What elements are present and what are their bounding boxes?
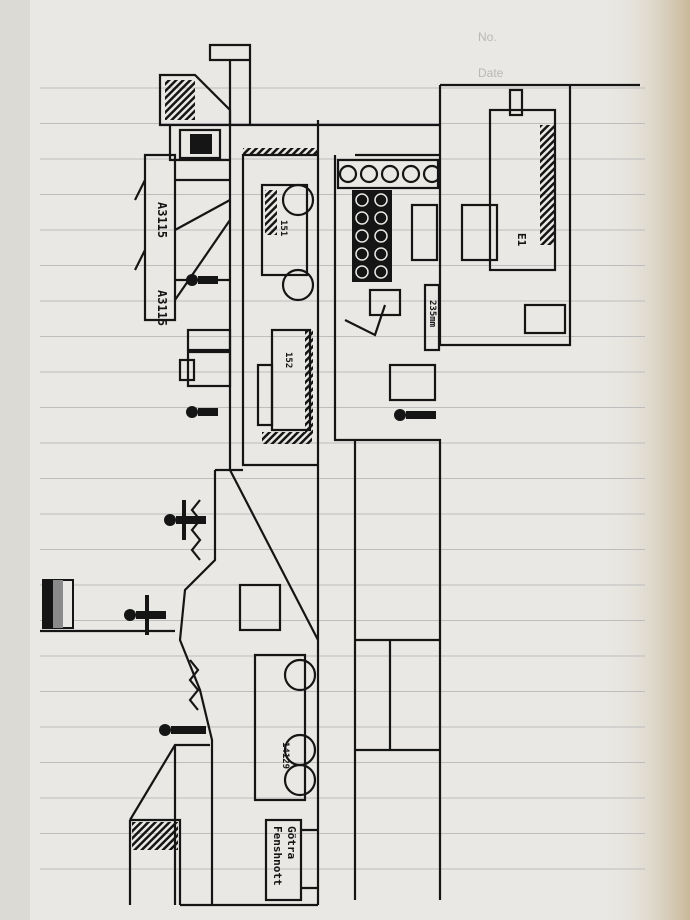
vehicle-152: 152 bbox=[256, 328, 313, 435]
page-left-edge bbox=[0, 0, 30, 920]
rack-shell bbox=[355, 247, 369, 261]
rack-shell bbox=[355, 229, 369, 243]
rack-shell bbox=[355, 193, 369, 207]
shell bbox=[401, 164, 421, 184]
control-panel bbox=[238, 583, 282, 632]
vehicle-151: 151 bbox=[260, 183, 315, 302]
aircraft-marking-1: A3115 bbox=[155, 202, 169, 238]
stair-steps bbox=[188, 499, 202, 711]
page-right-shadow bbox=[600, 0, 690, 920]
aircraft: A3115 A3115 bbox=[134, 43, 252, 326]
ammo-storage: 235mm bbox=[336, 158, 442, 402]
guard-tower bbox=[128, 743, 210, 905]
crates bbox=[178, 328, 232, 388]
hazard-stripe bbox=[243, 148, 318, 156]
rack-shell bbox=[355, 211, 369, 225]
vehicle-152-number: 152 bbox=[283, 352, 293, 368]
header-date: Date bbox=[478, 66, 504, 80]
ammo-label: 235mm bbox=[427, 300, 437, 328]
hangar-vehicle-marking: E1 bbox=[515, 233, 528, 247]
soldiers bbox=[124, 274, 436, 736]
shell bbox=[359, 164, 379, 184]
shell bbox=[380, 164, 400, 184]
base-building bbox=[180, 83, 640, 907]
rack-shell bbox=[374, 247, 388, 261]
header-no: No. bbox=[478, 30, 497, 44]
vehicle-14129-number: 14129 bbox=[280, 742, 290, 769]
hill-slope bbox=[178, 470, 217, 905]
shell bbox=[338, 164, 358, 184]
aircraft-marking-2: A3115 bbox=[155, 290, 169, 326]
hangar-bay: E1 bbox=[460, 88, 567, 335]
ruled-lines bbox=[40, 87, 645, 870]
vehicle-14129: 14129 bbox=[253, 653, 317, 802]
hazard-stripe bbox=[262, 432, 312, 444]
rack-shell bbox=[355, 265, 369, 279]
rack-shell bbox=[374, 193, 388, 207]
vehicle-151-number: 151 bbox=[278, 220, 288, 236]
base-sign: Fenshnott Götra bbox=[264, 818, 318, 902]
sign-line-2: Götra bbox=[285, 826, 298, 859]
shell bbox=[422, 164, 442, 184]
rack-shell bbox=[374, 229, 388, 243]
sign-line-1: Fenshnott bbox=[271, 826, 284, 886]
rack-shell bbox=[374, 265, 388, 279]
rack-shell bbox=[374, 211, 388, 225]
flag bbox=[40, 579, 175, 633]
